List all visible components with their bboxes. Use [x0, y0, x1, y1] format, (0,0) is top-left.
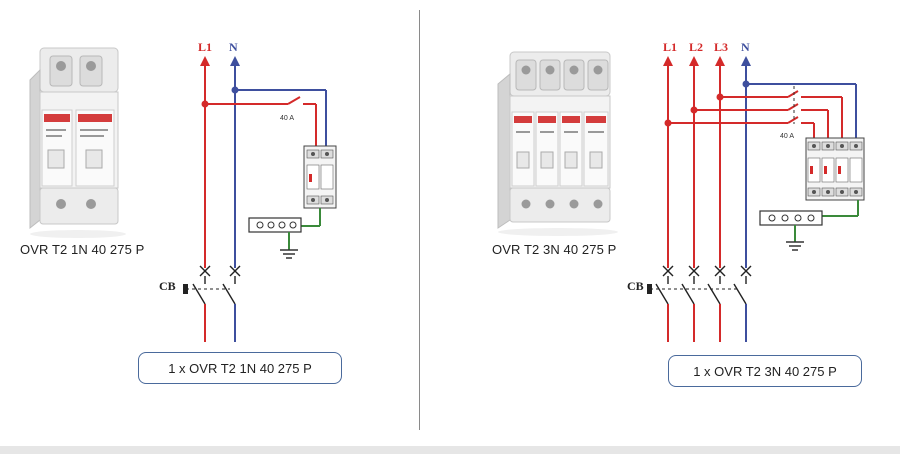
right-l2-arrow-icon — [689, 56, 699, 66]
left-order-box: 1 x OVR T2 1N 40 275 P — [138, 352, 342, 384]
center-divider — [419, 10, 420, 430]
left-label-n: N — [229, 40, 238, 54]
right-schematic: L1 L2 L3 N 40 A — [627, 40, 865, 342]
right-ground-icon — [786, 241, 804, 251]
right-spd-module — [805, 137, 865, 201]
left-circuit-breaker — [183, 265, 241, 305]
left-n-arrow-icon — [230, 56, 240, 66]
right-label-l2: L2 — [689, 40, 703, 54]
right-earth-bar — [759, 210, 823, 226]
left-schematic: L1 N 40 A — [159, 40, 337, 342]
left-l1-arrow-icon — [200, 56, 210, 66]
left-breaker-label: CB — [159, 279, 176, 293]
right-circuit-breaker — [647, 265, 752, 305]
bottom-rule — [0, 446, 900, 454]
right-label-l3: L3 — [714, 40, 728, 54]
right-n-arrow-icon — [741, 56, 751, 66]
left-ground-icon — [280, 249, 298, 259]
left-spd-module — [303, 145, 337, 209]
left-earth-bar — [248, 217, 302, 233]
right-fuse-rating: 40 A — [780, 133, 794, 140]
left-device-photo — [29, 47, 126, 238]
right-l1-arrow-icon — [663, 56, 673, 66]
left-product-caption: OVR T2 1N 40 275 P — [20, 242, 145, 257]
right-order-box: 1 x OVR T2 3N 40 275 P — [668, 355, 862, 387]
left-fuse-rating: 40 A — [280, 115, 294, 122]
right-device-photo — [497, 51, 618, 236]
left-label-l1: L1 — [198, 40, 212, 54]
right-l3-arrow-icon — [715, 56, 725, 66]
right-label-l1: L1 — [663, 40, 677, 54]
right-product-caption: OVR T2 3N 40 275 P — [492, 242, 617, 257]
right-breaker-label: CB — [627, 279, 644, 293]
right-label-n: N — [741, 40, 750, 54]
